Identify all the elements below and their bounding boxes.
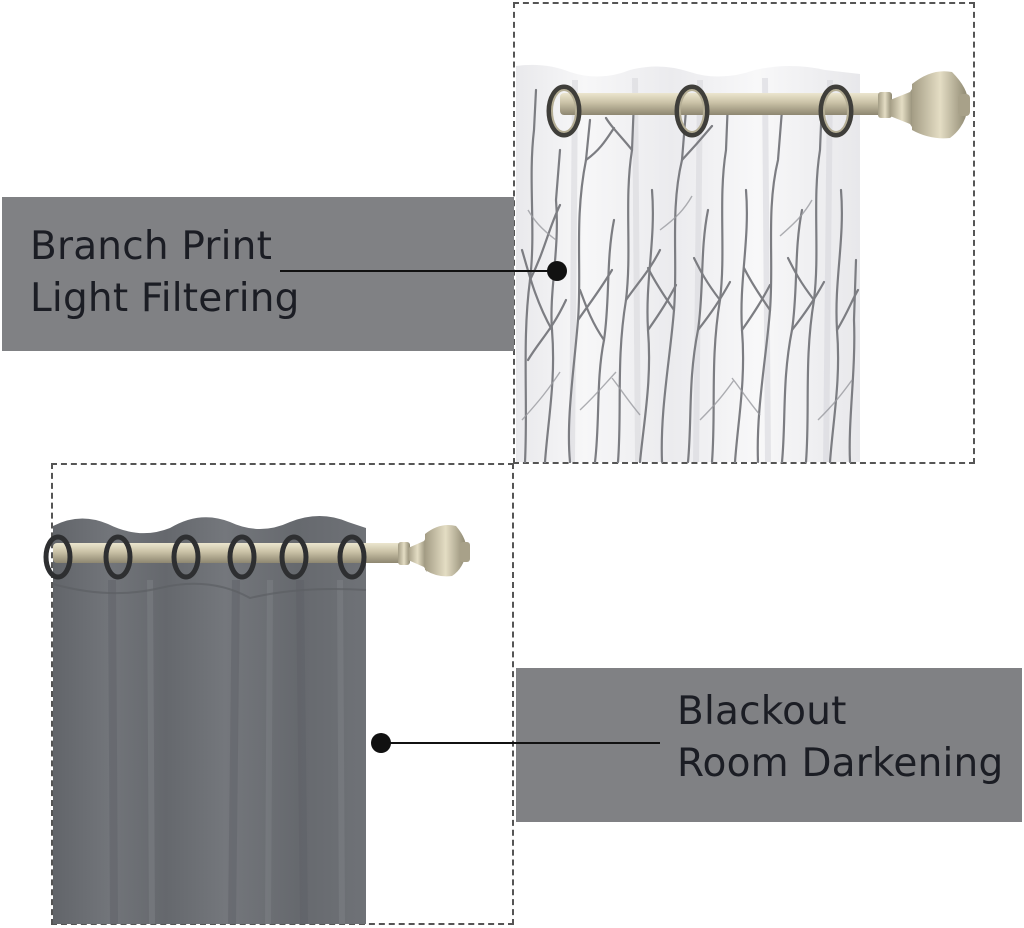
curtain-rod-icon [43,525,470,580]
callout-dot-icon [547,261,567,281]
sheer-photo-frame [513,2,975,464]
branch-print-pattern [520,88,860,464]
sheer-curtain [516,64,860,464]
sheer-label: Branch Print Light Filtering [30,221,300,325]
sheer-label-line1: Branch Print [30,224,273,269]
blackout-curtain [52,516,367,925]
sheer-label-line2: Light Filtering [30,276,300,321]
curtain-rod-icon [546,71,970,139]
callout-dot-icon [371,733,391,753]
sheer-label-band [2,197,514,351]
blackout-label: Blackout Room Darkening [677,686,1003,790]
blackout-label-line1: Blackout [677,689,847,734]
blackout-label-line2: Room Darkening [677,741,1004,786]
blackout-label-band [516,668,1022,822]
